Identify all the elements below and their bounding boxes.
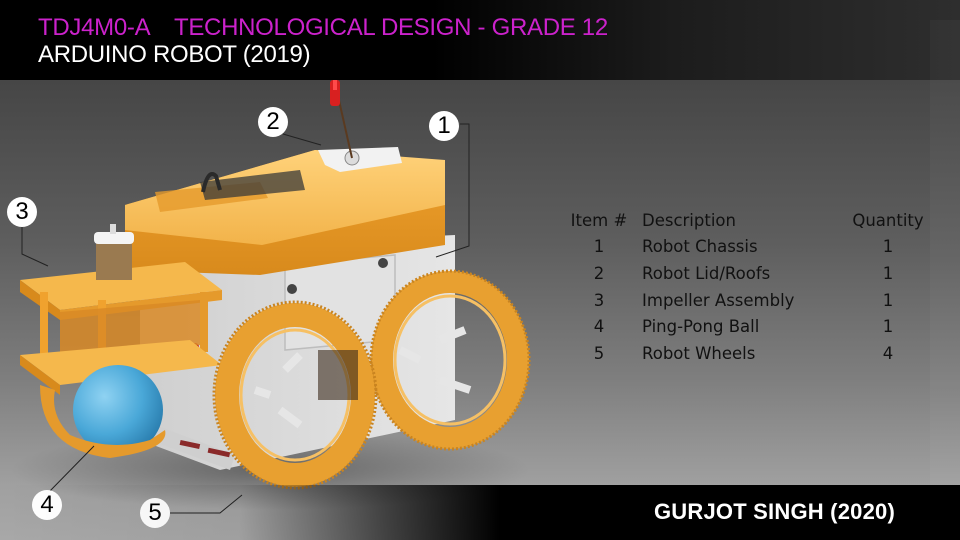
cell-quantity: 1 [882,237,894,257]
header-quantity: Quantity [852,210,924,230]
author-credit: GURJOT SINGH (2020) [654,499,895,524]
cell-quantity: 1 [882,317,894,337]
robot-wheel-rear [369,269,531,451]
parts-table: Item # Description Quantity 1 Robot Chas… [556,207,938,367]
table-header-row: Item # Description Quantity [556,207,938,234]
cell-description: Robot Lid/Roofs [642,263,771,283]
callout-1: 1 [429,111,459,141]
table-row: 1 Robot Chassis 1 [556,234,938,261]
cell-item: 5 [593,343,605,363]
cell-quantity: 1 [882,290,894,310]
cell-description: Robot Chassis [642,237,758,257]
cell-description: Ping-Pong Ball [642,317,760,337]
cell-description: Impeller Assembly [642,290,795,310]
header-description: Description [642,210,736,230]
ball-ring [40,385,166,458]
cell-item: 1 [593,237,605,257]
robot-wheel-front [212,300,378,490]
cell-item: 2 [593,263,605,283]
callout-3: 3 [7,197,37,227]
course-title: TDJ4M0-A TECHNOLOGICAL DESIGN - GRADE 12 [38,14,608,41]
table-row: 3 Impeller Assembly 1 [556,287,938,314]
cell-item: 4 [593,317,605,337]
footer-band [0,485,960,540]
title-band [0,0,960,80]
cell-description: Robot Wheels [642,343,756,363]
callout-2: 2 [258,107,288,137]
project-title: ARDUINO ROBOT (2019) [38,41,311,68]
cell-item: 3 [593,290,605,310]
cell-quantity: 1 [882,263,894,283]
header-item: Item # [570,210,628,230]
table-row: 4 Ping-Pong Ball 1 [556,313,938,340]
cell-quantity: 4 [882,343,894,363]
table-row: 2 Robot Lid/Roofs 1 [556,260,938,287]
robot-lid [125,80,445,275]
table-row: 5 Robot Wheels 4 [556,340,938,367]
ping-pong-ball [73,365,163,455]
impeller-assembly [20,224,222,395]
